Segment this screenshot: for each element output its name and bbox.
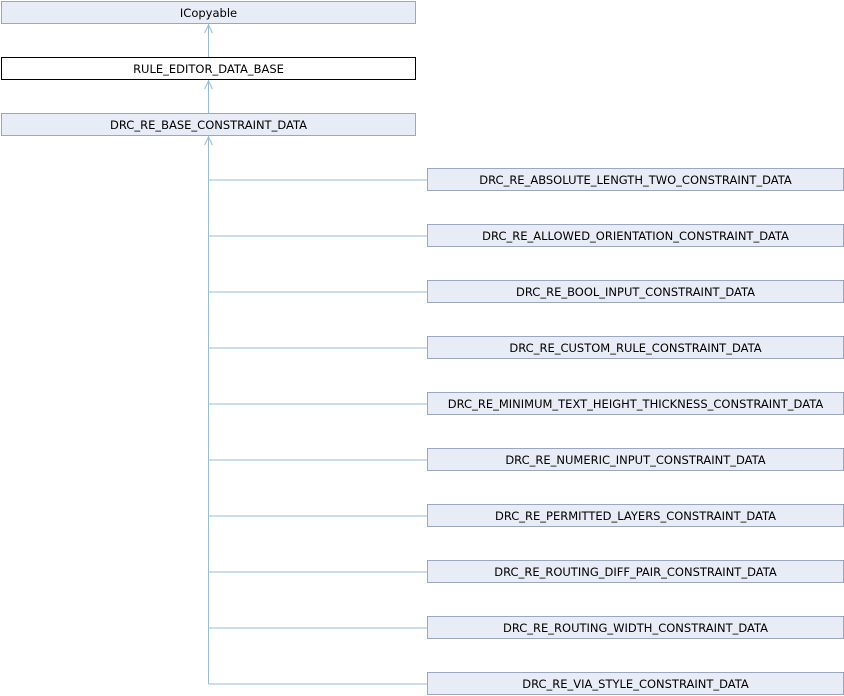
inheritance-arrowhead <box>204 79 213 90</box>
node-bool-input-constraint-data[interactable]: DRC_RE_BOOL_INPUT_CONSTRAINT_DATA <box>427 280 844 303</box>
node-minimum-text-height-thickness-constraint-data[interactable]: DRC_RE_MINIMUM_TEXT_HEIGHT_THICKNESS_CON… <box>427 392 844 415</box>
node-via-style-constraint-data[interactable]: DRC_RE_VIA_STYLE_CONSTRAINT_DATA <box>427 672 844 695</box>
node-routing-diff-pair-constraint-data[interactable]: DRC_RE_ROUTING_DIFF_PAIR_CONSTRAINT_DATA <box>427 560 844 583</box>
node-routing-width-constraint-data[interactable]: DRC_RE_ROUTING_WIDTH_CONSTRAINT_DATA <box>427 616 844 639</box>
node-custom-rule-constraint-data[interactable]: DRC_RE_CUSTOM_RULE_CONSTRAINT_DATA <box>427 336 844 359</box>
node-drc-re-base-constraint-data[interactable]: DRC_RE_BASE_CONSTRAINT_DATA <box>1 113 416 136</box>
node-permitted-layers-constraint-data[interactable]: DRC_RE_PERMITTED_LAYERS_CONSTRAINT_DATA <box>427 504 844 527</box>
node-icopyable[interactable]: ICopyable <box>1 1 416 24</box>
node-rule-editor-data-base: RULE_EDITOR_DATA_BASE <box>1 57 416 80</box>
node-absolute-length-two-constraint-data[interactable]: DRC_RE_ABSOLUTE_LENGTH_TWO_CONSTRAINT_DA… <box>427 168 844 191</box>
node-numeric-input-constraint-data[interactable]: DRC_RE_NUMERIC_INPUT_CONSTRAINT_DATA <box>427 448 844 471</box>
inheritance-arrowhead <box>204 23 213 34</box>
node-allowed-orientation-constraint-data[interactable]: DRC_RE_ALLOWED_ORIENTATION_CONSTRAINT_DA… <box>427 224 844 247</box>
